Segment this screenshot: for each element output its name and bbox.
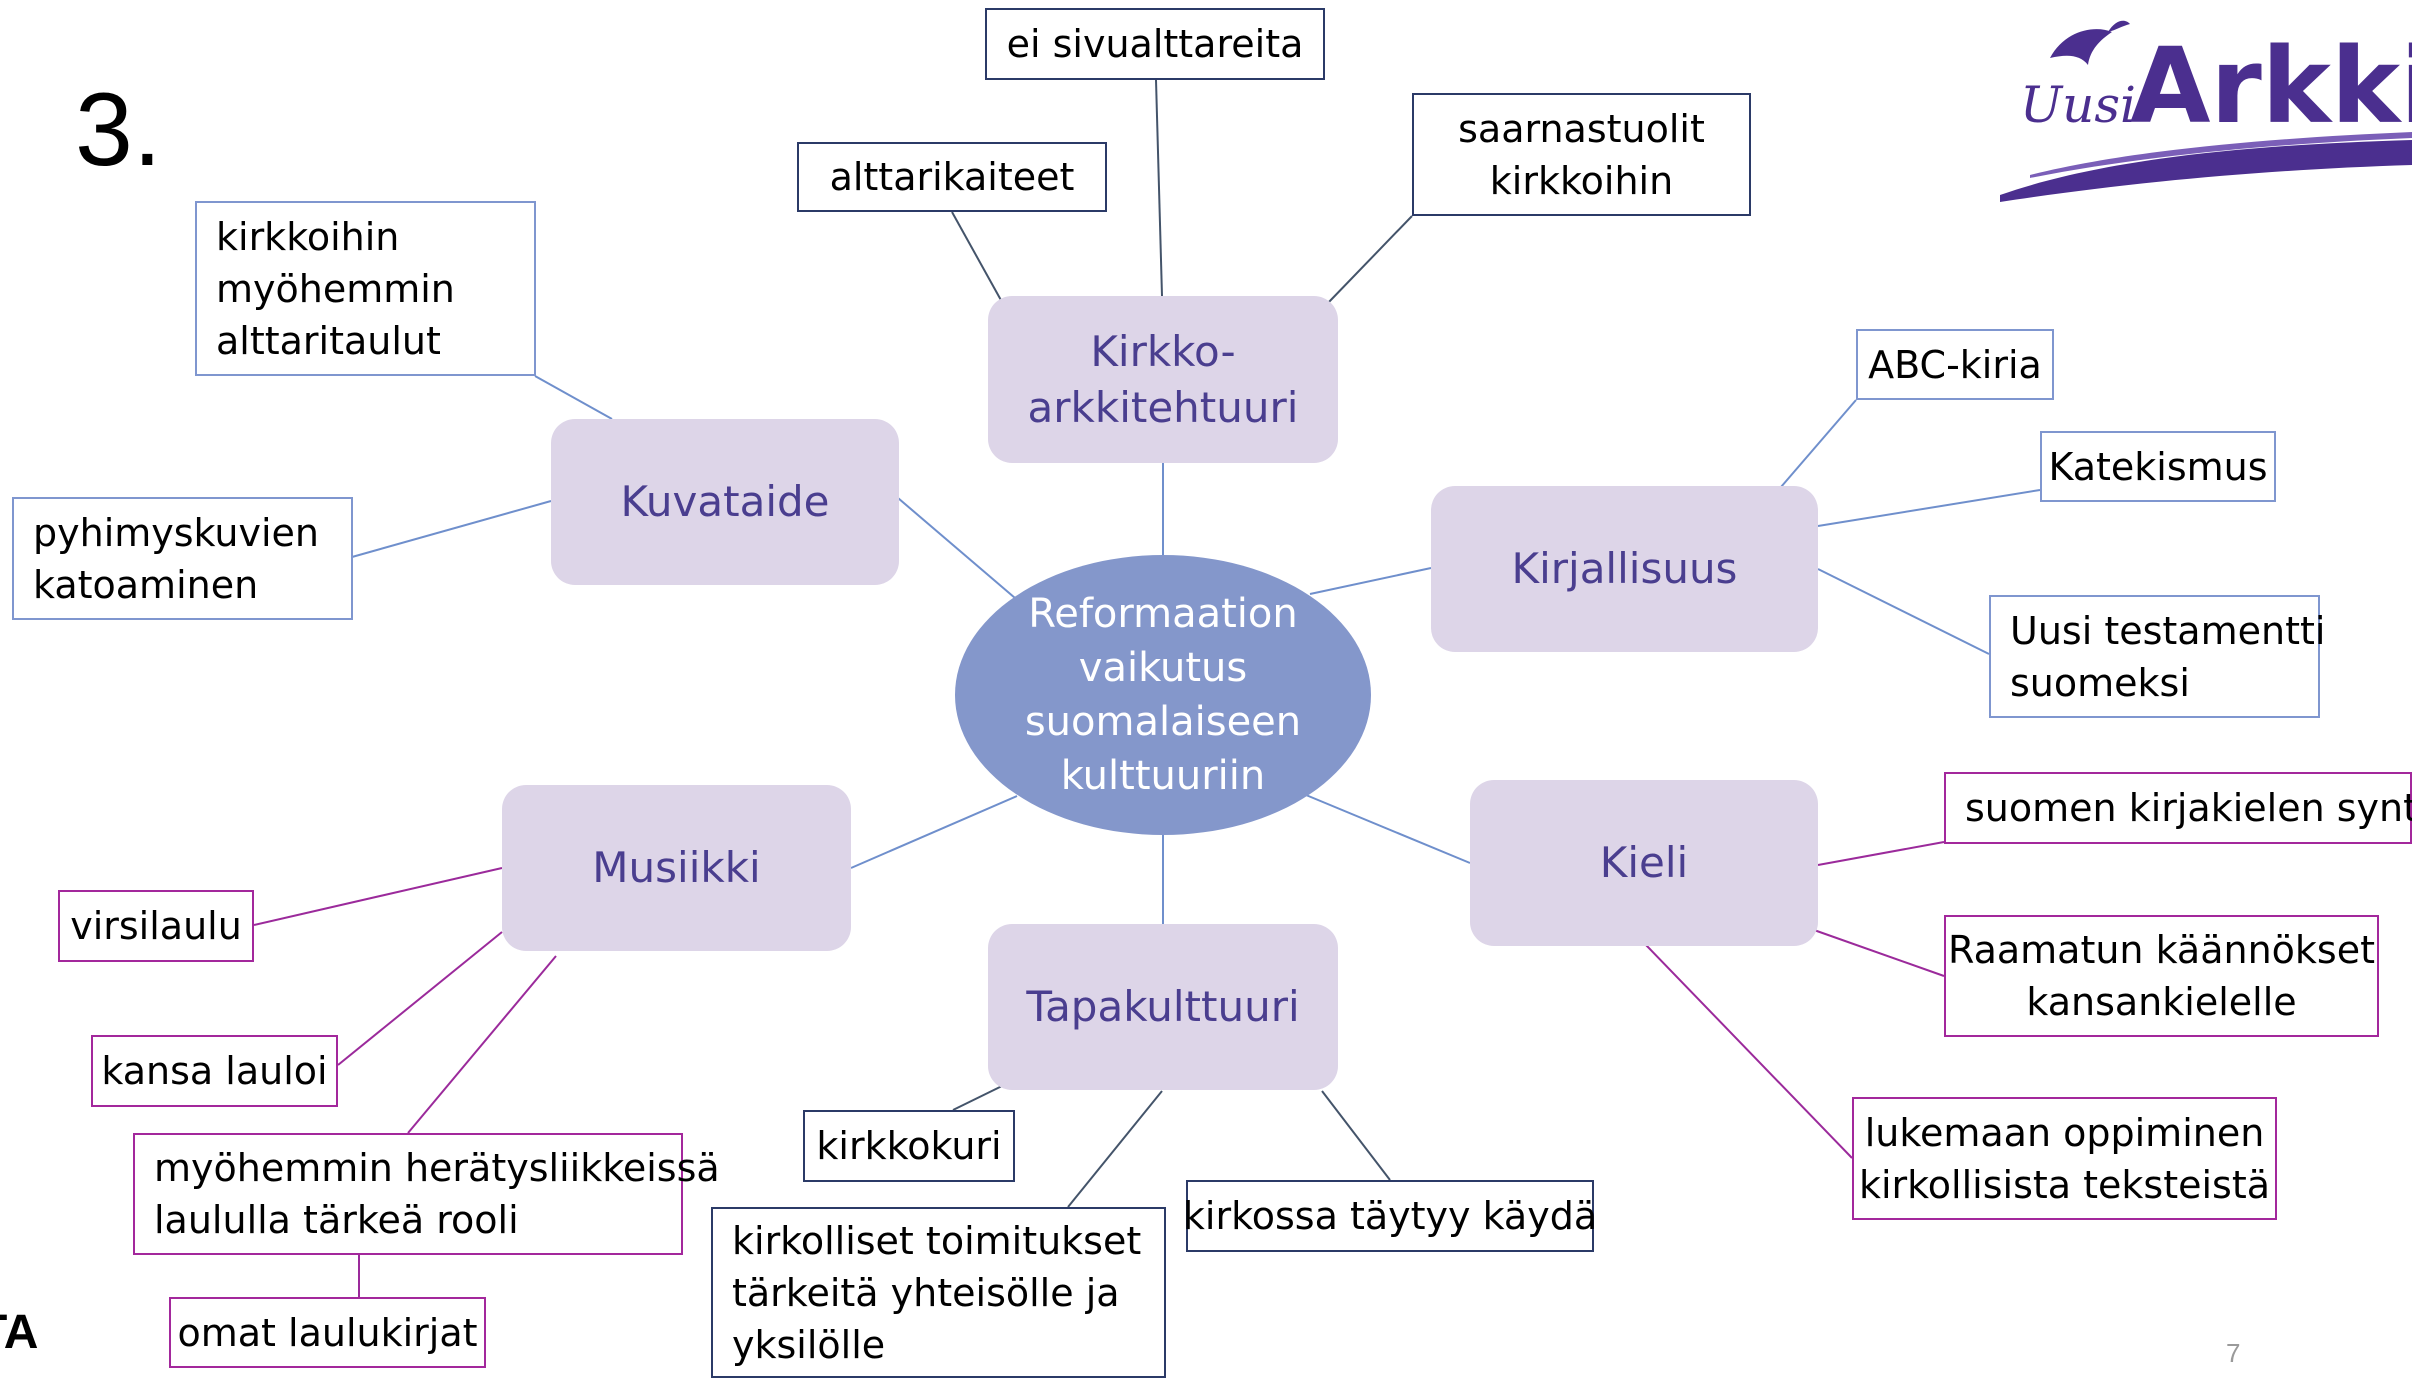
central-topic-line: kulttuuriin [1060,753,1266,799]
note-text: kirkkoihin [1489,158,1674,203]
category-visual-art: Kuvataide [551,419,899,585]
note-bible-translations: Raamatun käännökset kansankielelle [1944,915,2379,1037]
category-literature: Kirjallisuus [1431,486,1818,652]
note-text: virsilaulu [70,904,242,948]
central-topic-line: vaikutus [1078,645,1248,691]
note-text: ABC-kiria [1868,342,2042,387]
category-label: Kieli [1599,838,1689,887]
note-people-sang: kansa lauloi [91,1035,338,1107]
note-text: kansankielelle [2026,980,2297,1024]
note-text: myöhemmin [216,266,455,311]
note-songbooks: omat laulukirjat [169,1297,486,1368]
note-written-language: suomen kirjakielen synty [1944,772,2412,844]
note-text: suomeksi [2010,660,2190,705]
note-text: kirkkoihin [216,214,400,259]
note-catechism: Katekismus [2040,431,2276,502]
note-pulpits: saarnastuolit kirkkoihin [1412,93,1751,216]
cropped-footer-text: TA [0,1306,39,1359]
slide-number: 3. [75,72,162,188]
category-music: Musiikki [502,785,851,951]
category-label: Tapakulttuuri [1026,982,1300,1031]
note-learning-to-read: lukemaan oppiminen kirkollisista tekstei… [1852,1097,2277,1220]
category-label: arkkitehtuuri [1027,382,1299,432]
note-text: laululla tärkeä rooli [154,1198,519,1242]
note-church-discipline: kirkkokuri [803,1110,1015,1182]
note-text: alttarikaiteet [829,155,1075,199]
page-number: 7 [2226,1338,2241,1368]
note-altar-rails: alttarikaiteet [797,142,1107,212]
note-text: yksilölle [732,1322,886,1367]
note-text: alttaritaulut [216,318,441,363]
note-text: kirkossa täytyy käydä [1182,1194,1598,1238]
note-hymn-singing: virsilaulu [58,890,254,962]
note-text: myöhemmin herätysliikkeissä [154,1146,720,1190]
note-altarpieces: kirkkoihin myöhemmin alttaritaulut [195,201,536,376]
dove-icon [2050,29,2112,65]
category-label: Kirjallisuus [1511,544,1738,593]
note-text: Uusi testamentti [2010,608,2326,653]
note-text: kirkollisista teksteistä [1858,1162,2271,1207]
note-text: kirkkokuri [816,1124,1002,1168]
note-text: pyhimyskuvien [33,510,319,555]
category-language: Kieli [1470,780,1818,946]
central-topic-line: suomalaiseen [1024,699,1302,745]
note-text: tärkeitä yhteisölle ja [732,1270,1120,1315]
note-text: suomen kirjakielen synty [1965,786,2412,830]
note-text: omat laulukirjat [177,1310,478,1355]
category-label: Musiikki [592,843,761,892]
logo-script-word: Uusi [2020,76,2136,134]
note-text: kansa lauloi [101,1049,328,1093]
note-text: saarnastuolit [1458,106,1705,151]
note-text: kirkolliset toimitukset [732,1218,1142,1263]
uusi-arkki-logo: Uusi Arkki [2000,20,2412,202]
central-topic: Reformaation vaikutus suomalaiseen kultt… [955,555,1371,835]
note-abc-book: ABC-kiria [1856,329,2054,400]
category-label: Kirkko- [1090,326,1236,376]
note-no-side-altars: ei sivualttareita [985,8,1325,80]
note-church-ceremonies: kirkolliset toimitukset tärkeitä yhteisö… [711,1207,1166,1378]
note-text: ei sivualttareita [1006,22,1304,66]
note-text: Katekismus [2048,444,2268,489]
note-text: lukemaan oppiminen [1864,1110,2265,1155]
central-topic-line: Reformaation [1028,591,1298,637]
note-church-attendance: kirkossa täytyy käydä [1182,1180,1598,1252]
note-revival-movements: myöhemmin herätysliikkeissä laululla tär… [133,1133,720,1255]
category-church-architecture: Kirkko- arkkitehtuuri [988,296,1338,463]
note-new-testament: Uusi testamentti suomeksi [1989,595,2325,718]
category-label: Kuvataide [620,477,830,526]
note-text: katoaminen [33,562,259,607]
logo-main-word: Arkki [2130,25,2412,147]
note-text: Raamatun käännökset [1948,928,2375,972]
note-saint-images: pyhimyskuvien katoaminen [12,497,353,620]
category-customs: Tapakulttuuri [988,924,1338,1090]
